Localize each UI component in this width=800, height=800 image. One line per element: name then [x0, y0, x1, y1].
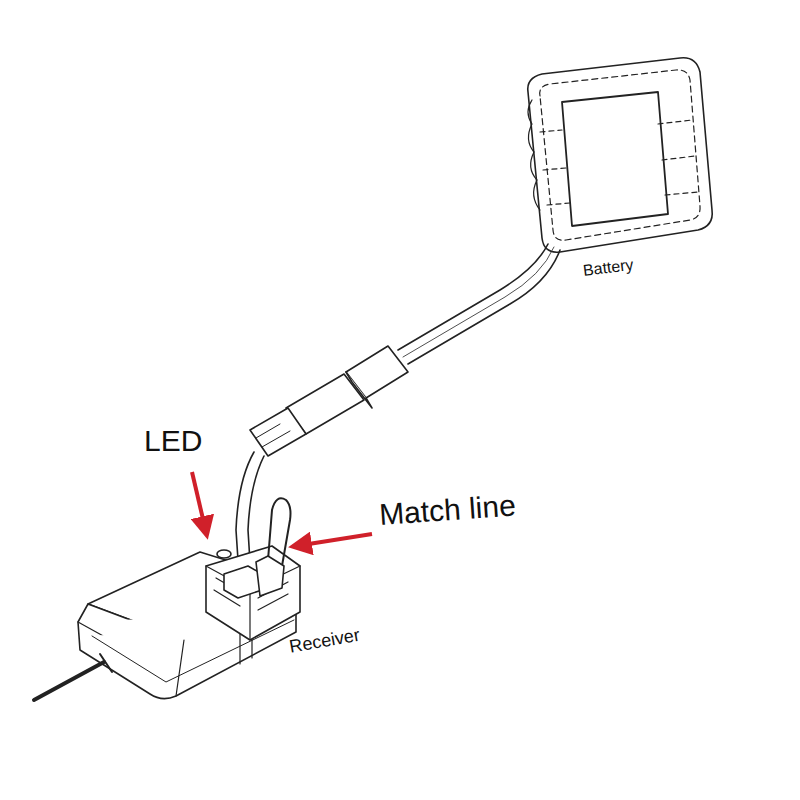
led-label: LED [144, 424, 202, 457]
leader-arrows [192, 472, 372, 546]
antenna [34, 654, 112, 700]
pin-header [206, 546, 300, 640]
plug-connector [250, 346, 408, 456]
battery-label: Battery [582, 256, 634, 280]
match-line-label: Match line [378, 488, 517, 530]
battery-pack [528, 58, 712, 252]
receiver-label: Receiver [288, 626, 361, 658]
led [217, 550, 231, 558]
receiver-lead [236, 452, 264, 562]
match-arrow [296, 534, 372, 546]
match-line [256, 498, 291, 596]
led-arrow [192, 472, 206, 532]
battery-cable [398, 244, 560, 364]
